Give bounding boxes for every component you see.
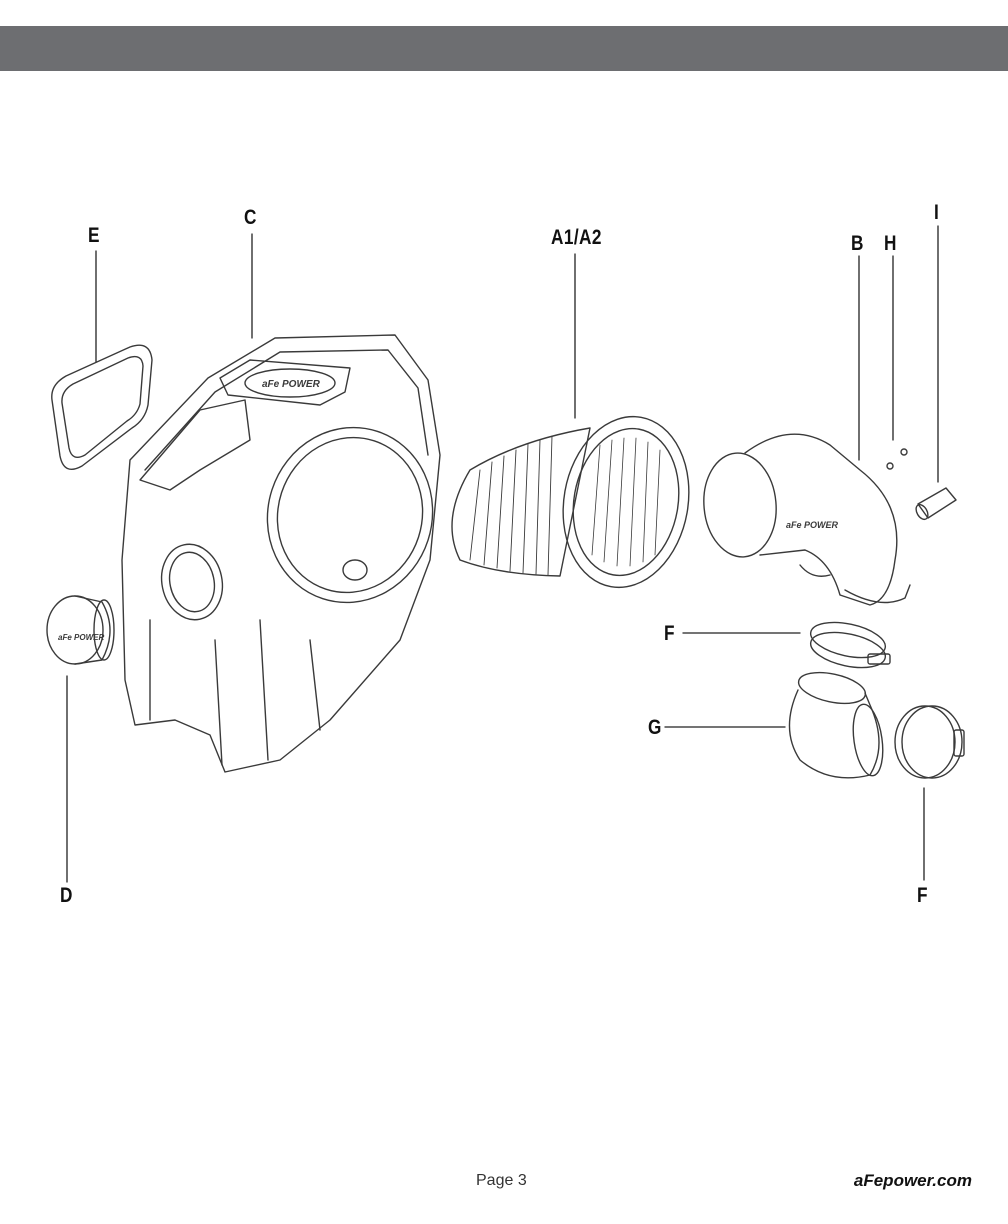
elbow-g-illustration <box>788 671 884 779</box>
fitting-i-illustration <box>915 487 957 521</box>
cap-d-illustration: aFe POWER <box>46 595 115 665</box>
page-number: Page 3 <box>476 1172 527 1189</box>
svg-text:aFe POWER: aFe POWER <box>262 379 321 390</box>
filter-a1a2-illustration <box>451 415 690 589</box>
callout-c-label: C <box>244 206 257 229</box>
callout-e-label: E <box>88 224 100 247</box>
callout-h-label: H <box>884 232 897 255</box>
callout-i-label: I <box>934 201 940 224</box>
callout-d-label: D <box>60 884 73 907</box>
callout-b-label: B <box>851 232 864 255</box>
header-bar <box>0 26 1008 71</box>
callout-a1a2-label: A1/A2 <box>551 226 602 249</box>
intake-tube-b-illustration: aFe POWER <box>703 433 911 606</box>
clamp-f-lower-illustration <box>894 705 965 779</box>
airbox-c-illustration: aFe POWER <box>121 334 441 773</box>
svg-text:aFe POWER: aFe POWER <box>786 520 839 530</box>
gasket-e-illustration <box>51 344 153 470</box>
callout-g-label: G <box>648 716 662 739</box>
clamp-f-upper-illustration <box>809 621 891 669</box>
svg-text:aFe POWER: aFe POWER <box>58 633 104 642</box>
website-link[interactable]: aFepower.com <box>853 1171 972 1190</box>
leader-lines <box>66 225 939 883</box>
screws-h-illustration <box>886 448 908 470</box>
callout-f-lower-label: F <box>917 884 928 907</box>
callout-f-upper-label: F <box>664 622 675 645</box>
